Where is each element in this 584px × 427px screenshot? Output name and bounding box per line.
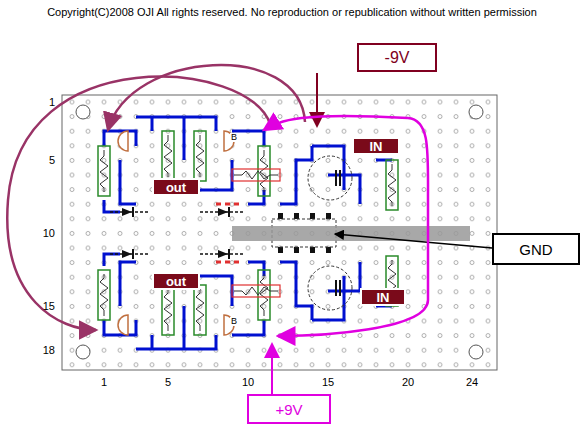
- row-number: 5: [49, 155, 55, 166]
- pin-name: B: [230, 133, 238, 142]
- callout-text: IN: [377, 290, 390, 305]
- callout-text: out: [166, 274, 186, 289]
- supply-callout: +9V: [247, 394, 331, 424]
- input-callout: IN: [360, 288, 406, 306]
- output-callout: out: [152, 178, 200, 196]
- row-number: 1: [49, 97, 55, 108]
- column-number: 10: [242, 377, 254, 388]
- callout-text: +9V: [275, 401, 302, 418]
- output-callout: out: [152, 272, 200, 290]
- copyright-note: Copyright(C)2008 OJI All rights reserved…: [47, 7, 537, 18]
- pin-name: B: [230, 317, 238, 326]
- column-number: 15: [322, 377, 334, 388]
- callout-text: -9V: [385, 49, 410, 67]
- callout-text: IN: [370, 139, 383, 154]
- row-number: 18: [43, 345, 55, 356]
- column-number: 20: [402, 377, 414, 388]
- callout-text: GND: [519, 241, 552, 258]
- callout-text: out: [166, 180, 186, 195]
- column-number: 5: [165, 377, 171, 388]
- column-number: 1: [101, 377, 107, 388]
- ground-callout: GND: [492, 233, 580, 265]
- row-number: 10: [43, 228, 55, 239]
- row-number: 15: [43, 301, 55, 312]
- input-callout: IN: [352, 137, 400, 155]
- supply-callout: -9V: [357, 43, 437, 72]
- column-number: 24: [466, 377, 478, 388]
